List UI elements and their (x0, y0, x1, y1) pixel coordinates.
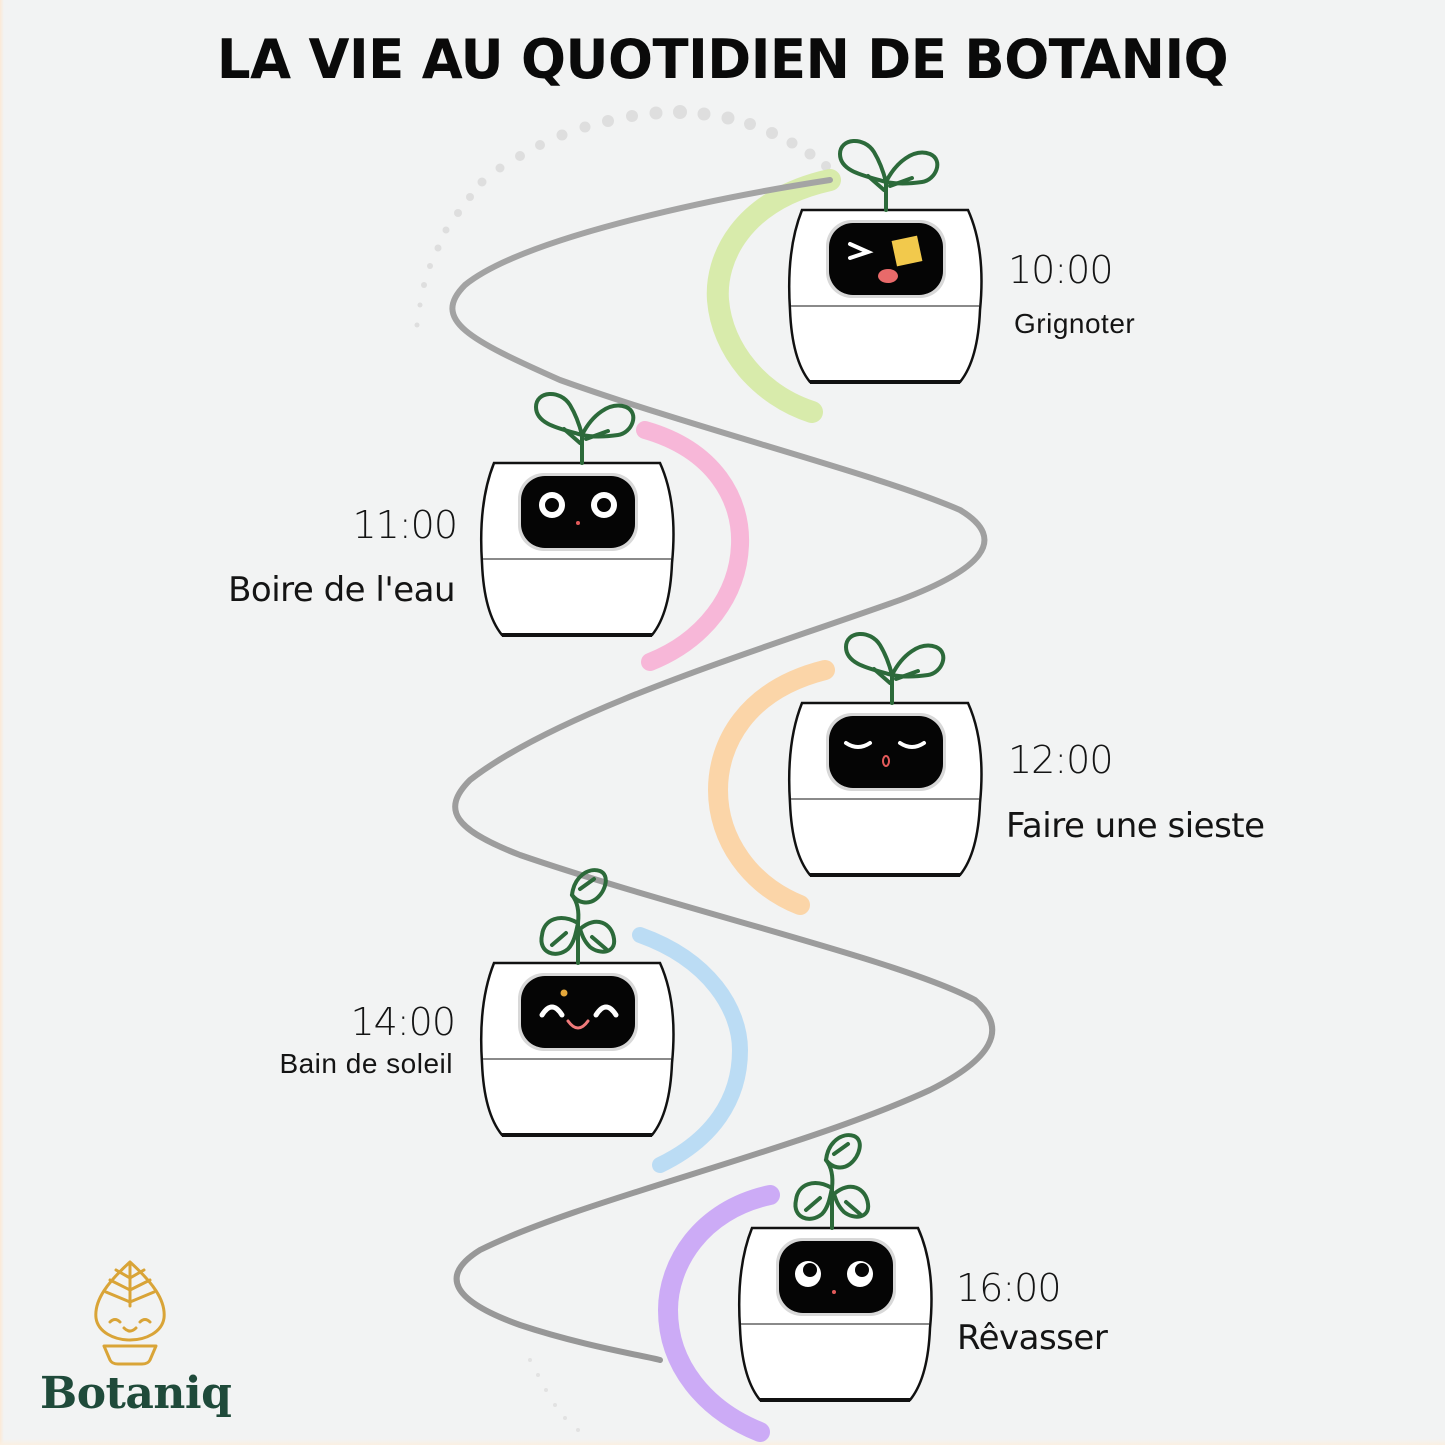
time-label-11h: 11:00 (352, 503, 458, 547)
time-label-12h: 12:00 (1008, 738, 1114, 782)
activity-label-11h: Boire de l'eau (228, 570, 455, 610)
mouth-dot-icon (832, 1290, 836, 1294)
wide-eyes-icon (539, 492, 617, 518)
smiling-leaf-in-pot-icon (94, 1260, 166, 1366)
smile-mouth-icon (566, 1019, 590, 1030)
looking-up-eyes-icon (795, 1261, 873, 1287)
robot-pot-10h (787, 208, 984, 384)
arc-16h (657, 1185, 780, 1442)
robot-pot-16h (737, 1226, 934, 1402)
sun-dot-icon (560, 989, 568, 997)
activity-label-14h: Bain de soleil (279, 1048, 453, 1079)
tongue-mouth-icon (878, 269, 898, 283)
left-edge-tint (0, 0, 4, 1445)
time-label-14h: 14:00 (350, 1000, 456, 1044)
robot-pot-11h (479, 461, 676, 637)
sleeping-eyes-icon (844, 741, 926, 749)
activity-label-12h: Faire une sieste (1006, 806, 1265, 846)
dotted-arc-decoration (414, 105, 831, 328)
robot-pot-14h (479, 961, 676, 1137)
brand-logo-text: Botaniq (40, 1368, 232, 1419)
timeline-wave-line (449, 177, 996, 1363)
wink-eye-icon (848, 242, 874, 260)
arc-12h (707, 660, 835, 915)
bottom-edge-tint (0, 1439, 1445, 1445)
mouth-dot-icon (576, 521, 580, 525)
dotted-arc-decoration-bottom (528, 1358, 580, 1432)
arc-14h (632, 927, 749, 1173)
o-mouth-icon (882, 755, 890, 767)
arc-11h (636, 421, 750, 671)
page-title: LA VIE AU QUOTIDIEN DE BOTANIQ (216, 28, 1229, 91)
happy-eyes-icon (539, 1004, 619, 1018)
arc-10h (706, 169, 841, 423)
robot-pot-12h (787, 701, 984, 877)
activity-label-10h: Grignoter (1014, 308, 1136, 339)
time-label-16h: 16:00 (956, 1266, 1062, 1310)
time-label-10h: 10:00 (1008, 248, 1114, 292)
cracker-snack-icon (891, 235, 923, 267)
activity-label-16h: Rêvasser (957, 1318, 1108, 1358)
